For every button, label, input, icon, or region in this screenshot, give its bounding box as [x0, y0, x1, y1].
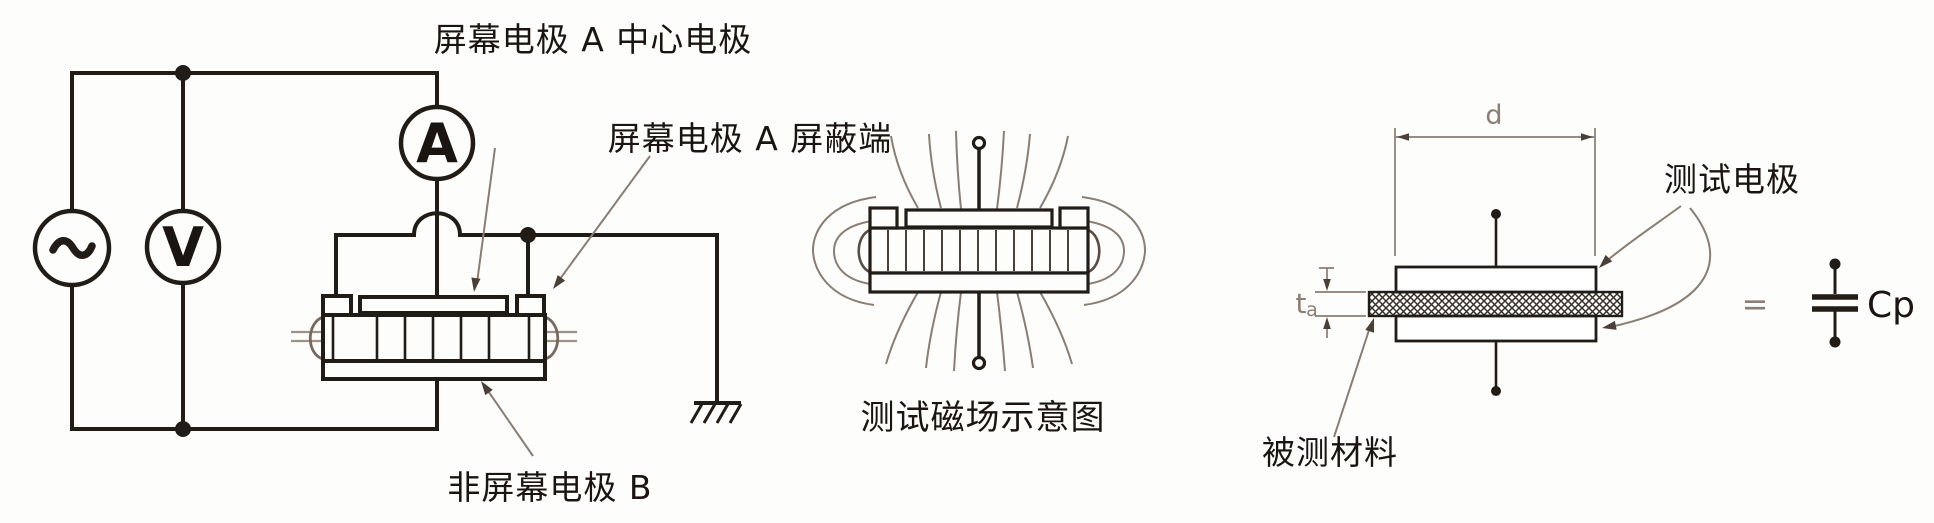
center-electrode-a: [358, 295, 509, 315]
label-center-electrode: 屏幕电极 A 中心电极: [434, 20, 753, 59]
junction-dot: [175, 421, 191, 437]
cp-label: Cp: [1867, 285, 1915, 326]
ammeter-label: A: [416, 112, 458, 175]
diameter-dimension: [1394, 128, 1596, 256]
bottom-electrode: [868, 271, 1090, 294]
guarded-test-fixture: [291, 294, 577, 381]
fixture-side-bulge: [857, 228, 871, 274]
field-divider-lines: [887, 230, 1069, 271]
fixture-side-bulge: [544, 315, 559, 361]
guarded-electrode-circuit: [32, 65, 743, 457]
bottom-test-electrode: [1394, 314, 1598, 343]
label-test-electrode: 测试电极: [1664, 160, 1800, 199]
test-field-schematic: [811, 130, 1147, 372]
guard-electrode-left: [868, 206, 899, 230]
equals-sign: =: [1742, 285, 1769, 323]
top-test-electrode: [1394, 265, 1598, 294]
field-divider-lines: [331, 317, 531, 359]
dim-t-subscript: a: [1306, 299, 1318, 321]
thickness-dimension: [1315, 267, 1366, 338]
cp-capacitor-symbol: [1812, 258, 1858, 348]
fixture-side-bulge: [1087, 228, 1101, 274]
unguarded-electrode-b: [321, 359, 547, 381]
junction-dot: [520, 227, 536, 243]
label-leaders: [471, 147, 651, 457]
label-electrode-b: 非屏幕电极 B: [447, 468, 652, 507]
guard-electrode-right: [1058, 206, 1090, 230]
label-shield-terminal: 屏幕电极 A 屏蔽端: [608, 119, 893, 158]
top-terminal: [1491, 209, 1501, 219]
guard-electrode-left: [321, 294, 353, 317]
dim-t-label: t: [1296, 287, 1307, 320]
field-lines: [811, 130, 1147, 372]
voltmeter: [144, 208, 222, 286]
label-leaders: [1333, 205, 1712, 438]
ac-sine-icon: [49, 237, 96, 259]
dim-d-label: d: [1485, 100, 1502, 131]
specimen-dimension-drawing: [1315, 128, 1858, 438]
fixture-side-bulge: [309, 315, 324, 361]
guard-bus-wire: [334, 211, 719, 403]
bottom-rail-wire: [70, 284, 439, 431]
top-terminal: [971, 135, 987, 151]
bottom-terminal: [971, 355, 987, 371]
ground-symbol: [689, 401, 743, 424]
guard-electrode-right: [515, 294, 546, 317]
voltmeter-label: V: [162, 216, 204, 279]
top-rail-wire: [70, 71, 439, 212]
label-material-under-test: 被测材料: [1262, 433, 1398, 472]
specimen-material: [1367, 290, 1624, 318]
ammeter: [398, 104, 476, 182]
junction-dot: [175, 65, 191, 81]
ac-source: [32, 208, 112, 288]
bottom-terminal: [1491, 386, 1501, 396]
center-electrode: [904, 208, 1054, 229]
field-schematic-caption: 测试磁场示意图: [861, 398, 1106, 438]
